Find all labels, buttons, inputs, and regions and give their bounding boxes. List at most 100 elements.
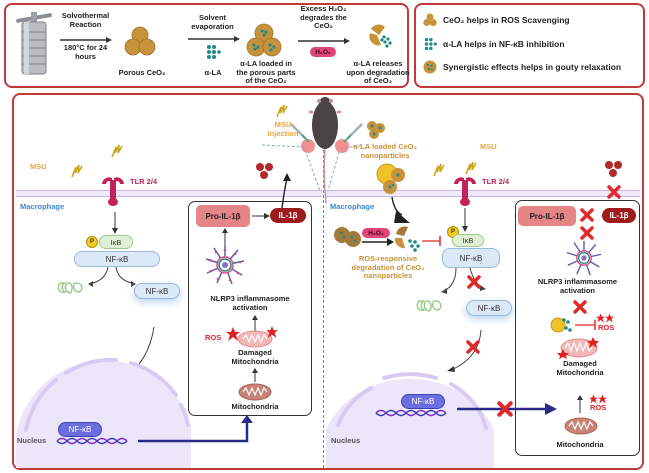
nfkb-free-right: NF-κB — [466, 300, 512, 316]
msu-crystal-icon — [465, 161, 477, 175]
step2-line1: Solvent — [198, 13, 227, 22]
il1b-left: IL-1β — [270, 208, 306, 223]
step1-line4: hours — [75, 51, 96, 61]
arrow-h2o2-degradation — [362, 238, 394, 246]
inhibit-x-icon — [580, 226, 594, 240]
degradation-line1: ROS-responsive — [358, 254, 418, 263]
nfkb-complex-right: NF-κB — [442, 248, 500, 268]
porous-ceo2-label: Porous CeO₂ — [118, 68, 166, 77]
h2o2-badge: H₂O₂ — [310, 47, 336, 57]
loaded-line1: α-LA loaded in — [240, 59, 292, 68]
ala-label: α-LA — [204, 68, 222, 77]
arrow-nfkb-split-left — [88, 266, 136, 287]
step1-line3: 180°C for 24 — [63, 43, 108, 52]
nlrp3-right-line1: NLRP3 inflammasome — [537, 277, 618, 286]
inhibit-x-icon — [466, 340, 480, 354]
inhibit-x-icon — [467, 275, 481, 289]
mito-label-left: Mitochondria — [231, 402, 279, 411]
degrade-step-label: Excess H₂O₂ degrades the CeO₂ — [296, 4, 351, 31]
arrow-secretion-left — [281, 173, 291, 209]
step3-line2: degrades the — [300, 12, 347, 22]
nfkb-free-left: NF-κB — [134, 283, 180, 299]
legend-item-ceo2: CeO₂ helps in ROS Scavenging — [423, 13, 570, 27]
dna-icon — [56, 437, 128, 445]
nlrp3-label-right: NLRP3 inflammasome activation — [520, 277, 635, 295]
ceo2-ala-scavenger-icon — [550, 317, 572, 333]
loaded-line2: the porous parts — [236, 67, 296, 77]
step1-line1: Solvothermal — [61, 11, 110, 20]
injection-dashed-guides — [261, 144, 363, 192]
arrow-step3 — [298, 38, 350, 44]
il1b-secreted-icon — [256, 163, 273, 179]
inhibit-x-icon — [607, 185, 621, 199]
tlr-receptor-icon — [102, 177, 124, 206]
solvent-evaporation-label: Solvent evaporation — [185, 13, 240, 31]
tlr-receptor-icon — [454, 177, 476, 206]
ikb-degraded-icon — [57, 282, 83, 294]
arrow-transcription-left — [138, 415, 253, 443]
arrow-damaged-to-nlrp3-left — [252, 315, 258, 331]
loaded-line3: of the CeO₂ — [245, 76, 287, 86]
ros-star-icon — [589, 394, 607, 404]
inflammasome-box-left — [188, 201, 312, 416]
mouse-icon — [308, 97, 342, 204]
damaged-left-line2: Mitochondria — [231, 356, 279, 366]
legend-item-synergy: Synergistic effects helps in gouty relax… — [423, 60, 621, 74]
arrow-transcription-right — [457, 403, 557, 415]
phospho-badge-left: P — [86, 236, 98, 248]
inhibit-x-icon — [580, 208, 594, 222]
ala-molecule-icon — [207, 45, 221, 59]
ros2-label-right: ROS — [590, 403, 607, 412]
legend-panel — [414, 3, 645, 88]
nlrp3-inflammasome-icon — [566, 240, 602, 276]
ros-star-icon — [266, 326, 278, 338]
arrow-pro-to-il-left — [252, 213, 270, 219]
np-label-line1: α-LA loaded CeO₂ — [353, 142, 417, 151]
arrow-nlrp3-to-pro-left — [222, 228, 228, 246]
step2-line2: evaporation — [191, 21, 234, 31]
msu-label-right: MSU — [480, 142, 497, 151]
ikb-degraded-icon — [416, 300, 442, 312]
macrophage-label-right: Macrophage — [330, 202, 375, 211]
nucleus-left — [16, 357, 191, 468]
degradation-line3: nanoparticles — [363, 271, 413, 281]
h2o2-badge-right: H₂O₂ — [362, 228, 390, 238]
syringe-left-icon — [290, 123, 310, 143]
degraded-np-icon — [394, 226, 420, 252]
ala-molecule-icon — [424, 37, 437, 51]
nfkb-complex-left: NF-κB — [74, 251, 160, 267]
loaded-np-icon — [334, 227, 361, 247]
inhibit-x-icon — [573, 300, 587, 314]
damaged-right-line2: Mitochondria — [556, 367, 604, 377]
degradation-label: ROS-responsive degradation of CeO₂ nanop… — [343, 254, 433, 281]
inflamed-paw-right-icon — [335, 139, 349, 153]
mitochondria-icon — [564, 417, 598, 435]
nucleus-label-right: Nucleus — [331, 436, 361, 445]
mito-label-right: Mitochondria — [556, 440, 604, 449]
loaded-ceo2-icon — [246, 23, 282, 57]
solvothermal-conditions: 180°C for 24 hours — [58, 43, 113, 61]
step3-line3: CeO₂ — [314, 21, 333, 31]
loaded-nanoparticle-icon — [423, 60, 437, 74]
ros-label-right: ROS — [598, 323, 615, 332]
nlrp3-inflammasome-icon — [205, 246, 245, 285]
step1-line2: Reaction — [69, 19, 102, 29]
pro-il1b-right: Pro-IL-1β — [518, 206, 576, 226]
damaged-right-line1: Damaged — [563, 359, 597, 368]
release-line1: α-LA releases — [353, 59, 403, 68]
inflamed-paw-left-icon — [301, 139, 315, 153]
np-label-line2: nanoparticles — [360, 150, 410, 160]
release-line2: upon degradation — [346, 67, 410, 77]
msu-crystal-icon — [71, 164, 83, 178]
arrow-nfkb-to-nucleus-right — [447, 329, 482, 372]
damaged-left-line1: Damaged — [238, 348, 272, 357]
tlr-label-right: TLR 2/4 — [482, 177, 510, 186]
msu-crystal-icon — [111, 144, 123, 158]
arrow-tlr-to-ikb-right — [462, 208, 468, 232]
msu-crystal-icon — [433, 163, 445, 177]
arrow-step2 — [188, 36, 240, 42]
arrow-step1 — [60, 37, 112, 43]
autoclave-icon — [16, 12, 52, 75]
ros-label-left: ROS — [205, 333, 222, 342]
legend-label-synergy: Synergistic effects helps in gouty relax… — [443, 62, 622, 72]
